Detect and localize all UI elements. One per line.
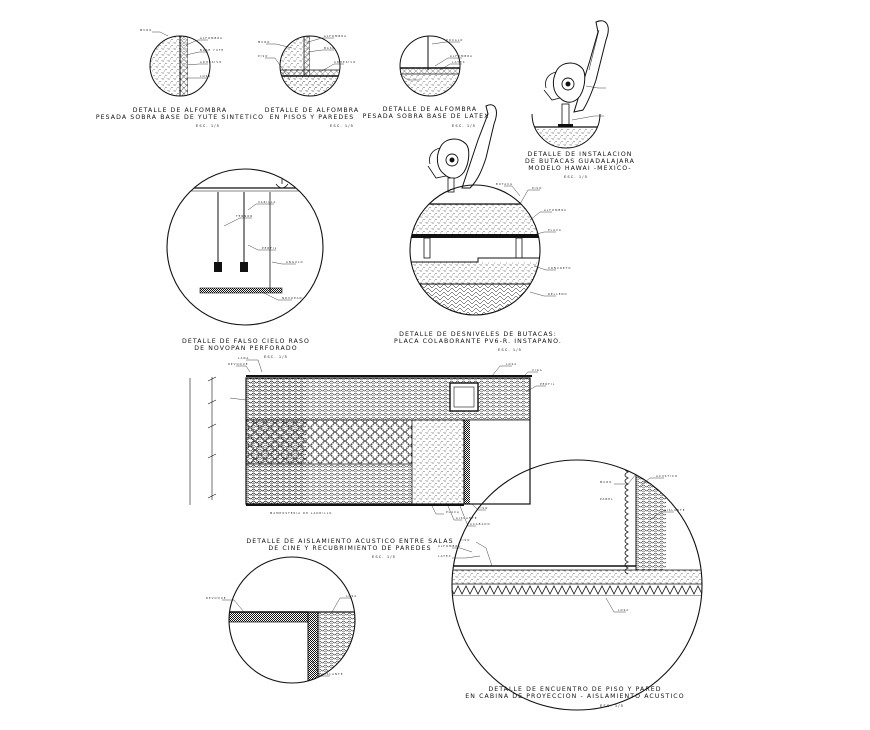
caption-line: PESADA SOBRA BASE DE LATEX	[363, 113, 490, 120]
caption-line: PLACA COLABORANTE PV6-R. INSTAPANO.	[394, 338, 562, 345]
caption-alfombra-latex: DETALLE DE ALFOMBRA PESADA SOBRA BASE DE…	[363, 106, 490, 128]
svg-text:PERFIL: PERFIL	[262, 246, 277, 250]
scale-label: ESC. 1/5	[372, 555, 396, 559]
svg-text:ALFOMBRA: ALFOMBRA	[450, 54, 473, 58]
caption-line: DETALLE DE ALFOMBRA	[133, 107, 228, 114]
caption-line: EN PISOS Y PAREDES	[270, 114, 355, 121]
caption-alfombra-yute: DETALLE DE ALFOMBRA PESADA SOBRA BASE DE…	[96, 107, 264, 128]
svg-text:ALFOMBRA: ALFOMBRA	[544, 208, 567, 212]
caption-line: DETALLE DE ALFOMBRA	[265, 107, 360, 114]
scale-label: ESC. 1/5	[196, 124, 220, 128]
caption-line: EN CABINA DE PROYECCION - AISLAMIENTO AC…	[465, 693, 684, 700]
svg-text:AISLANTE: AISLANTE	[322, 672, 343, 676]
svg-text:MURO: MURO	[140, 28, 152, 32]
svg-text:PISO: PISO	[532, 186, 542, 190]
detail-alfombra-latex: ALFOMBRA LATEX ZOCALO	[399, 35, 473, 97]
svg-text:ZOCALO: ZOCALO	[446, 38, 463, 42]
caption-line: DETALLE DE FALSO CIELO RASO	[182, 338, 310, 345]
svg-text:NOVOPAN: NOVOPAN	[282, 296, 303, 300]
detail-aislamiento-salas: REVOQUE LANA LOSA VIGA PERFIL PLACA AISLANT…	[189, 356, 555, 527]
svg-text:PANEL: PANEL	[600, 497, 614, 501]
caption-line: DETALLE DE DESNIVELES DE BUTACAS:	[399, 331, 557, 338]
svg-text:MURO: MURO	[600, 480, 612, 484]
svg-text:ALFOMBRA: ALFOMBRA	[200, 36, 223, 40]
caption-line: PESADA SOBRA BASE DE YUTE SINTETICO	[96, 114, 264, 121]
svg-text:REVOQUE: REVOQUE	[206, 596, 227, 600]
caption-line: DETALLE DE AISLAMIENTO ACUSTICO ENTRE SA…	[246, 538, 453, 545]
svg-text:AISLANTE: AISLANTE	[664, 508, 685, 512]
svg-text:ADHESIVO: ADHESIVO	[334, 60, 356, 64]
detail-butacas	[531, 20, 609, 149]
caption-line: DE BUTACAS GUADALAJARA	[525, 158, 635, 165]
svg-text:BUTACA: BUTACA	[496, 182, 513, 186]
caption-encuentro-piso-pared: DETALLE DE ENCUENTRO DE PISO Y PARED EN …	[465, 686, 684, 708]
caption-line: DE NOVOPAN PERFORADO	[194, 345, 297, 352]
detail-desniveles: PISO ALFOMBRA PLACA CONCRETO RELLENO BUTACA	[409, 104, 571, 316]
svg-text:BASE YUTE: BASE YUTE	[200, 48, 224, 52]
svg-text:AISLANTE: AISLANTE	[456, 516, 477, 520]
svg-text:LANA: LANA	[238, 356, 249, 360]
caption-butacas: DETALLE DE INSTALACION DE BUTACAS GUADAL…	[525, 151, 635, 179]
svg-text:ACUSTICO: ACUSTICO	[656, 474, 678, 478]
svg-text:MAMPOSTERIA DE LADRILLO: MAMPOSTERIA DE LADRILLO	[270, 511, 332, 515]
svg-text:TENSOR: TENSOR	[236, 214, 253, 218]
svg-text:CONCRETO: CONCRETO	[548, 266, 571, 270]
detail-alfombra-yute: ALFOMBRA BASE YUTE ADHESIVO LOSA MURO	[140, 28, 224, 97]
svg-text:PERFIL: PERFIL	[540, 382, 555, 386]
svg-text:LATEX: LATEX	[452, 60, 466, 64]
svg-text:LATEX: LATEX	[438, 554, 452, 558]
svg-text:ALFOMBRA: ALFOMBRA	[324, 34, 347, 38]
caption-desniveles: DETALLE DE DESNIVELES DE BUTACAS: PLACA …	[394, 331, 562, 352]
svg-text:MURO: MURO	[258, 40, 270, 44]
svg-text:PISO: PISO	[460, 538, 470, 542]
caption-line: DETALLE DE INSTALACION	[527, 151, 632, 158]
scale-label: ESC. 1/5	[498, 348, 522, 352]
detail-alfombra-pisos: ALFOMBRA BASE ADHESIVO PISO MURO	[258, 34, 356, 97]
svg-text:LOSA: LOSA	[200, 74, 211, 78]
svg-text:PISO: PISO	[478, 506, 488, 510]
svg-text:REVOQUE: REVOQUE	[228, 362, 249, 366]
caption-alfombra-pisos: DETALLE DE ALFOMBRA EN PISOS Y PAREDES E…	[265, 107, 360, 128]
svg-text:ACABADO: ACABADO	[470, 522, 491, 526]
svg-text:ANGULO: ANGULO	[286, 260, 304, 264]
caption-line: DETALLE DE ALFOMBRA	[383, 106, 478, 113]
svg-text:LOSA: LOSA	[618, 608, 629, 612]
svg-text:LOSA: LOSA	[506, 362, 517, 366]
svg-text:PLACA: PLACA	[548, 228, 562, 232]
svg-text:VIGA: VIGA	[532, 368, 543, 372]
svg-text:LOSA: LOSA	[346, 594, 357, 598]
scale-label: ESC. 1/5	[330, 124, 354, 128]
svg-text:PLACA: PLACA	[446, 510, 460, 514]
svg-text:BASE: BASE	[324, 46, 335, 50]
svg-text:ADHESIVO: ADHESIVO	[200, 60, 222, 64]
caption-falso-cielo: DETALLE DE FALSO CIELO RASO DE NOVOPAN P…	[182, 338, 310, 359]
scale-label: ESC. 1/5	[264, 355, 288, 359]
caption-line: DE CINE Y RECUBRIMIENTO DE PAREDES	[268, 545, 431, 552]
caption-line: MODELO HAWAI -MEXICO-	[528, 165, 632, 172]
caption-line: DETALLE DE ENCUENTRO DE PISO Y PARED	[488, 686, 661, 693]
captions: DETALLE DE ALFOMBRA PESADA SOBRA BASE DE…	[96, 106, 684, 708]
caption-aislamiento-salas: DETALLE DE AISLAMIENTO ACUSTICO ENTRE SA…	[246, 538, 453, 559]
detail-esquina: REVOQUE LOSA AISLANTE	[206, 556, 357, 684]
svg-text:RELLENO: RELLENO	[548, 292, 568, 296]
svg-text:ALFOMBRA: ALFOMBRA	[438, 544, 461, 548]
detail-falso-cielo: VARILLA TENSOR PERFIL ANGULO NOVOPAN	[166, 168, 324, 326]
svg-text:VARILLA: VARILLA	[258, 200, 276, 204]
scale-label: ESC. 1/5	[600, 704, 624, 708]
svg-text:PISO: PISO	[258, 54, 268, 58]
scale-label: ESC. 1/5	[452, 124, 476, 128]
scale-label: ESC. 1/5	[564, 175, 588, 179]
